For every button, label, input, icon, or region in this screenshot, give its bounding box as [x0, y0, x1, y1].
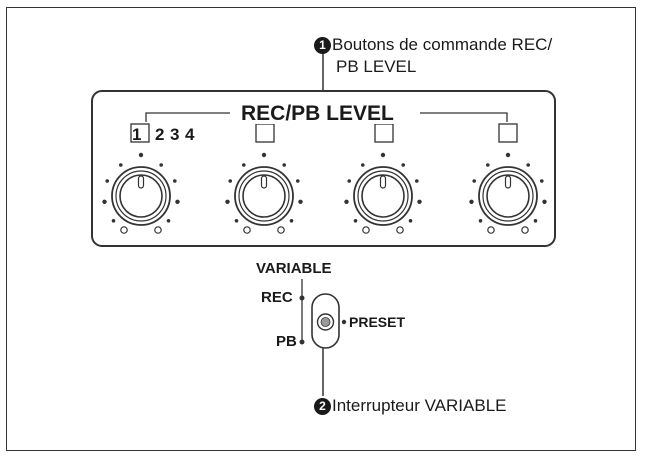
channel-3-box[interactable] — [374, 123, 394, 143]
channel-number-4: 4 — [185, 125, 195, 144]
callout-1-line2: PB LEVEL — [336, 57, 417, 76]
knob-4-max-mark — [521, 226, 529, 234]
diagram-frame — [6, 7, 636, 451]
knob-4-cap — [486, 174, 530, 218]
knob-2-scale-dot — [228, 179, 232, 183]
knob-2-scale-dot — [225, 199, 230, 204]
knob-3-scale-dot — [408, 219, 413, 223]
preset-position-dot — [341, 319, 347, 325]
knob-2-scale-dot — [261, 152, 267, 158]
level-knob-4[interactable] — [469, 152, 547, 234]
knob-2-max-mark — [277, 226, 285, 234]
knob-2-scale-dot — [242, 163, 246, 167]
knob-4-scale-dot — [472, 179, 477, 183]
callout-1-badge: 1 — [314, 37, 331, 55]
knob-3-min-mark — [362, 226, 370, 234]
knob-3-max-mark — [396, 226, 404, 234]
knob-3-scale-dot — [353, 219, 358, 223]
knob-1-scale-dot — [119, 163, 123, 167]
knob-4-pointer — [504, 175, 512, 189]
knob-3-scale-dot — [417, 199, 422, 204]
knob-4-scale-dot — [542, 199, 547, 204]
knob-1-scale-dot — [159, 163, 163, 167]
panel-bracket-right — [420, 112, 508, 122]
knob-3-pointer — [379, 175, 387, 189]
knob-1-scale-dot — [166, 219, 171, 223]
knob-2-scale-dot — [296, 179, 300, 183]
knob-4-min-mark — [487, 226, 495, 234]
rec-pb-panel — [91, 90, 556, 247]
knob-1-scale-dot — [173, 179, 177, 183]
knob-3-cap — [361, 174, 405, 218]
knob-3-scale-dot — [380, 152, 386, 158]
knob-4-scale-dot — [533, 219, 538, 223]
channel-2-box[interactable] — [255, 123, 275, 143]
knob-3-grip-ring — [357, 170, 409, 222]
variable-switch-knob — [320, 317, 331, 327]
knob-1-scale-dot — [111, 219, 116, 223]
callout-2-text: Interrupteur VARIABLE — [332, 396, 507, 415]
switch-label-rec: REC — [261, 289, 293, 306]
knob-4-scale-dot — [469, 199, 474, 204]
channel-1-box[interactable] — [130, 123, 150, 143]
switch-title: VARIABLE — [256, 260, 332, 277]
knob-2-cap — [242, 174, 286, 218]
knob-1-pointer — [137, 175, 145, 189]
knob-3-scale-dot — [347, 179, 352, 183]
level-knob-3[interactable] — [344, 152, 422, 234]
knob-4-grip-ring — [482, 170, 534, 222]
rec-position-dot — [299, 295, 305, 301]
knob-3-scale-dot — [344, 199, 349, 204]
level-knob-2[interactable] — [225, 152, 303, 234]
knob-2-scale-dot — [234, 219, 239, 223]
knob-2-grip-ring — [238, 170, 290, 222]
knob-2-scale-dot — [289, 219, 294, 223]
level-knob-1[interactable] — [102, 152, 180, 234]
knob-4-scale-dot — [478, 219, 483, 223]
knob-1-scale-dot — [102, 199, 107, 204]
knob-2-scale-dot — [298, 199, 303, 204]
knob-1-min-mark — [120, 226, 128, 234]
channel-number-3: 3 — [170, 125, 180, 144]
pb-position-dot — [299, 339, 305, 345]
channel-4-box[interactable] — [498, 123, 518, 143]
knob-1-grip-ring — [115, 170, 167, 222]
knob-3-scale-dot — [361, 163, 365, 167]
knob-1-scale-dot — [175, 199, 180, 204]
knob-2-min-mark — [243, 226, 251, 234]
knob-4-scale-dot — [540, 179, 544, 183]
channel-number-2: 2 — [155, 125, 165, 144]
knob-2-scale-dot — [282, 163, 287, 167]
knob-4-scale-dot — [526, 163, 530, 167]
knob-3-scale-dot — [401, 163, 406, 167]
panel-bracket-left — [145, 112, 230, 122]
knob-3-scale-dot — [415, 179, 419, 183]
switch-label-preset: PRESET — [349, 314, 406, 330]
knob-4-scale-dot — [505, 152, 511, 158]
channel-number-1: 1 — [132, 125, 142, 144]
knob-4-scale-dot — [486, 163, 490, 167]
knob-1-max-mark — [154, 226, 162, 234]
knob-1-scale-dot — [105, 179, 109, 183]
switch-label-pb: PB — [276, 333, 297, 350]
callout-2-badge: 2 — [314, 398, 331, 416]
knob-1-cap — [119, 174, 163, 218]
knob-1-scale-dot — [138, 152, 144, 158]
knob-2-pointer — [260, 175, 268, 189]
callout-1-text: Boutons de commande REC/ — [332, 35, 553, 54]
panel-title: REC/PB LEVEL — [235, 103, 400, 124]
